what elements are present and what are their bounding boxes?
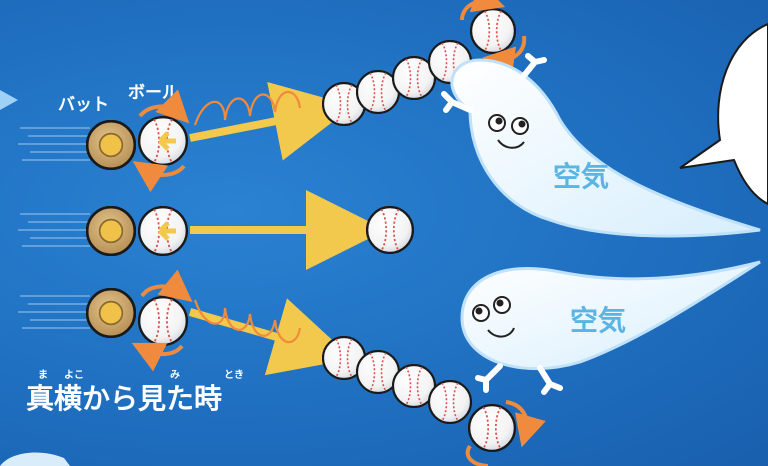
ball-icon xyxy=(138,296,188,346)
row-bottom xyxy=(86,269,546,466)
bat-icon xyxy=(86,120,136,170)
spin-arrow-icon xyxy=(132,161,186,193)
spin-arrow-icon xyxy=(138,89,190,124)
spin-arrow-icon xyxy=(131,342,184,372)
caption-title: 真横から見た時 xyxy=(26,382,222,415)
ball-trail xyxy=(428,380,472,424)
ruby-yoko: よこ xyxy=(64,369,84,381)
speech-bubble xyxy=(679,22,768,206)
arm-icon xyxy=(519,53,547,81)
arm-icon xyxy=(537,365,563,395)
row-middle xyxy=(86,190,414,270)
ruby-ma: ま xyxy=(38,369,48,381)
ball-final xyxy=(470,8,516,54)
smile-icon xyxy=(497,139,525,149)
hit-arrow-top xyxy=(189,82,354,161)
bat-icon xyxy=(86,288,136,338)
spin-arrow-icon xyxy=(460,0,506,21)
air-character-bottom: 空気 xyxy=(460,260,761,395)
spin-arrow-icon xyxy=(482,35,527,79)
arm-icon xyxy=(475,363,503,393)
impact-arrow-icon xyxy=(158,221,176,241)
bat-label: バット xyxy=(58,95,109,115)
smile-icon xyxy=(487,327,515,338)
air-label-bottom: 空気 xyxy=(570,304,626,337)
ruby-mi: み xyxy=(170,369,180,381)
impact-arrow-icon xyxy=(158,131,176,151)
bat-icon xyxy=(86,206,136,256)
spiral-trail-top xyxy=(193,90,302,126)
air-character-top: 空気 xyxy=(441,53,761,238)
spiral-trail-bottom xyxy=(193,299,302,344)
speed-lines xyxy=(18,127,90,329)
ball-label: ボール xyxy=(128,83,179,103)
ball-final xyxy=(366,206,414,254)
ruby-toki: とき xyxy=(224,369,244,381)
arm-icon xyxy=(441,91,473,113)
spin-arrow-icon xyxy=(505,400,546,448)
edge-arrow-icon xyxy=(0,90,18,110)
corner-shape xyxy=(0,452,70,466)
spin-arrow-icon xyxy=(140,269,193,302)
air-label-top: 空気 xyxy=(553,160,609,193)
ball-final xyxy=(468,404,516,452)
row-top xyxy=(86,0,527,193)
